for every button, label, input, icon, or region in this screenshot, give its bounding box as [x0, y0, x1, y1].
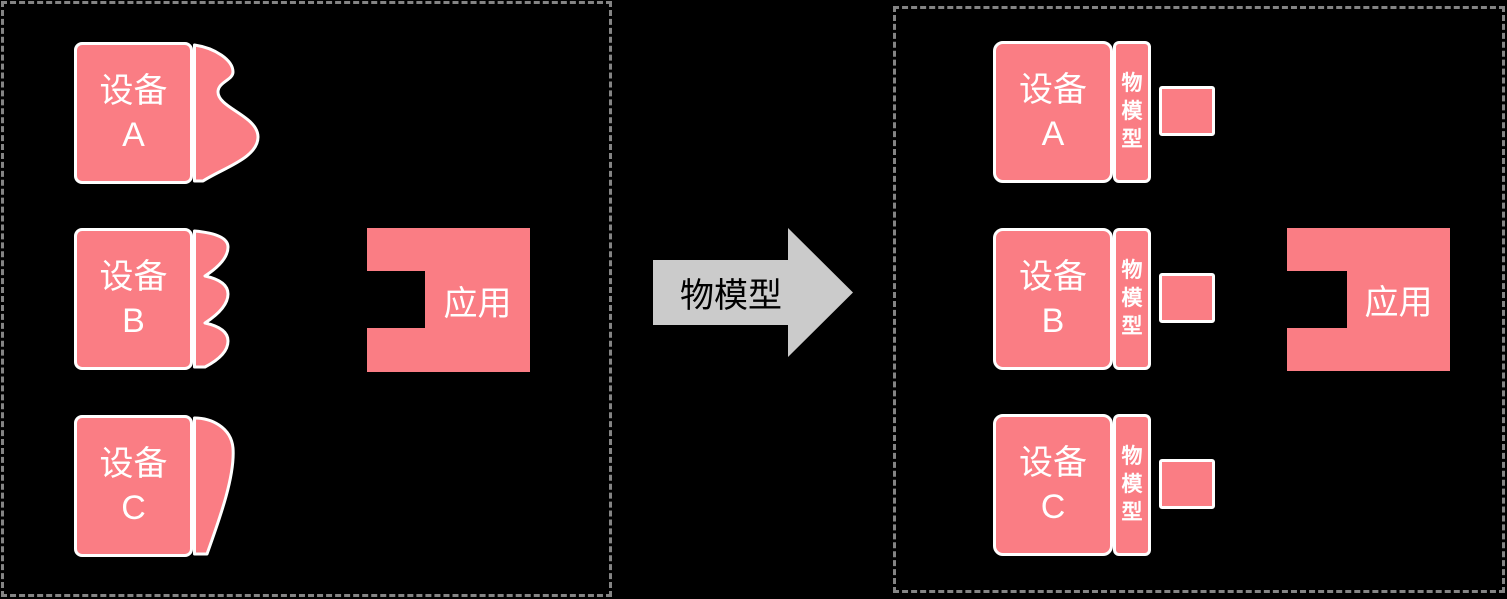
- app-label-right: 应用: [1364, 284, 1433, 322]
- device-b-label-line1: 设备: [99, 258, 168, 296]
- device-c-box-after: 设备 C: [993, 414, 1113, 556]
- plug-tab-c: [1159, 459, 1215, 509]
- thing-model-strip-a: 物模型: [1113, 41, 1151, 183]
- device-b-label: 设备 B: [100, 255, 168, 343]
- app-label-left: 应用: [443, 284, 512, 323]
- device-a-box: 设备 A: [74, 42, 193, 184]
- device-b-label-after: 设备 B: [1019, 255, 1087, 343]
- thing-model-strip-b-label: 物模型: [1121, 259, 1143, 338]
- plug-tab-b: [1159, 273, 1215, 323]
- app-box-right-notch: [1287, 271, 1347, 328]
- device-b-after-label-line1: 设备: [1019, 258, 1087, 296]
- device-a-label-line2: A: [122, 116, 145, 154]
- after-panel: [893, 6, 1505, 593]
- thing-model-strip-a-label: 物模型: [1121, 72, 1143, 151]
- thing-model-strip-b: 物模型: [1113, 228, 1151, 370]
- transform-arrow-icon: [653, 228, 853, 357]
- plug-tab-a: [1159, 86, 1215, 136]
- device-c-after-label-line1: 设备: [1019, 444, 1087, 482]
- device-b-interface-shape-icon: [193, 229, 230, 369]
- device-b-box: 设备 B: [74, 228, 193, 370]
- device-b-label-line2: B: [122, 302, 145, 340]
- app-box-left-notch: [367, 271, 425, 328]
- device-a-after-label-line1: 设备: [1019, 71, 1087, 109]
- device-c-interface-shape-icon: [193, 416, 235, 556]
- device-c-label-after: 设备 C: [1019, 441, 1087, 529]
- device-c-box: 设备 C: [74, 415, 193, 557]
- thing-model-strip-c-label: 物模型: [1121, 445, 1143, 524]
- device-c-label: 设备 C: [100, 442, 168, 530]
- device-c-label-line2: C: [121, 489, 146, 527]
- transform-arrow-label: 物模型: [680, 277, 782, 315]
- device-a-label: 设备 A: [100, 69, 168, 157]
- device-c-label-line1: 设备: [99, 445, 168, 483]
- thing-model-strip-c: 物模型: [1113, 414, 1151, 556]
- device-b-after-label-line2: B: [1041, 302, 1065, 340]
- device-a-label-after: 设备 A: [1019, 68, 1087, 156]
- device-a-label-line1: 设备: [99, 72, 168, 110]
- device-a-after-label-line2: A: [1041, 115, 1065, 153]
- device-c-after-label-line2: C: [1040, 488, 1066, 526]
- device-a-box-after: 设备 A: [993, 41, 1113, 183]
- device-a-interface-shape-icon: [193, 43, 260, 183]
- before-panel: [1, 1, 612, 597]
- device-b-box-after: 设备 B: [993, 228, 1113, 370]
